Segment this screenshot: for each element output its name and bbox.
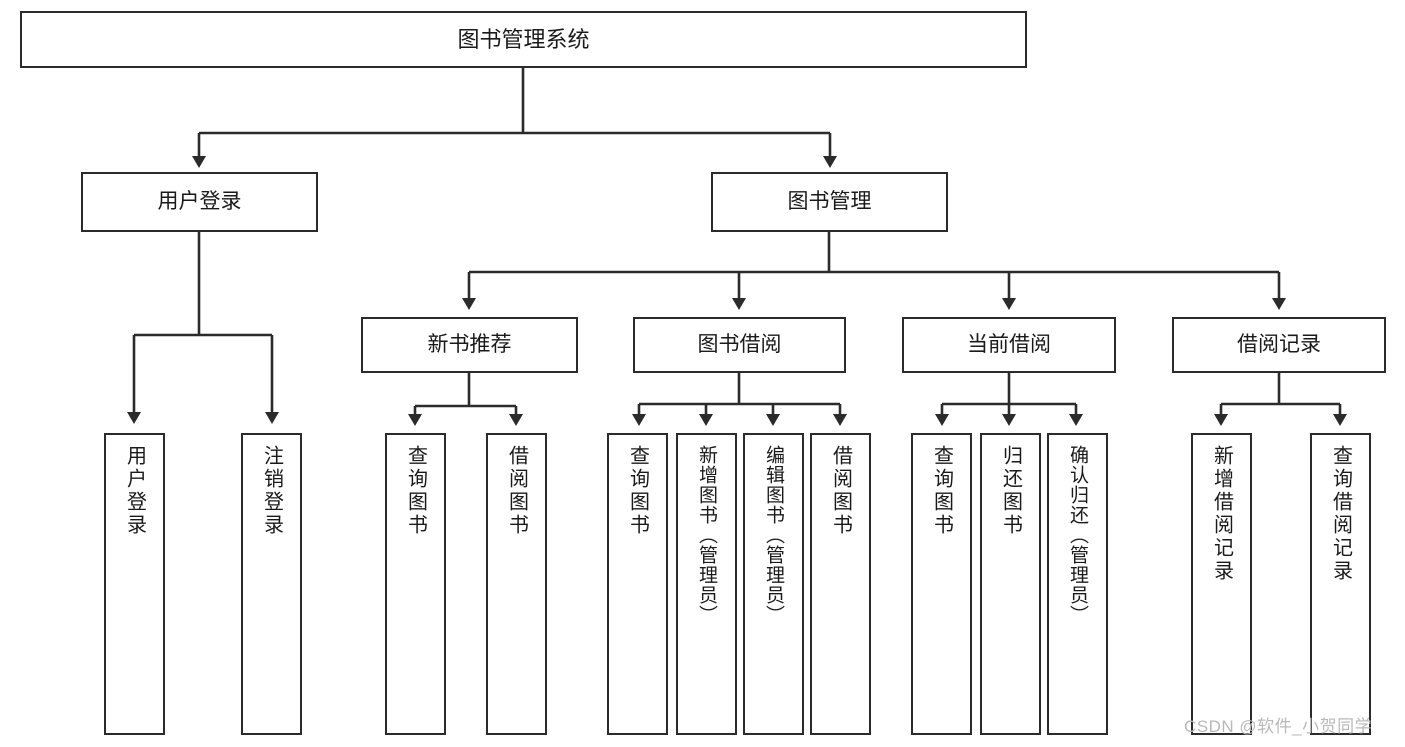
leaf-query-book-borrow[interactable]: 查询图书: [607, 433, 668, 735]
leaf-query-book-current[interactable]: 查询图书: [911, 433, 972, 735]
node-label: 借阅图书: [829, 445, 852, 537]
node-label: 查询图书: [930, 445, 953, 537]
leaf-borrow-book[interactable]: 借阅图书: [810, 433, 871, 735]
node-borrow-record[interactable]: 借阅记录: [1172, 317, 1386, 373]
node-label: 借阅记录: [1237, 332, 1321, 356]
node-label: 用户登录: [123, 445, 146, 537]
leaf-edit-book-admin[interactable]: 编辑图书（管理员）: [743, 433, 804, 735]
node-label: 图书借阅: [697, 332, 782, 356]
node-label: 归还图书: [999, 445, 1022, 537]
node-label: 新书推荐: [427, 332, 512, 356]
leaf-query-book-recommend[interactable]: 查询图书: [385, 433, 446, 735]
leaf-return-book[interactable]: 归还图书: [980, 433, 1041, 735]
node-label: 当前借阅: [967, 332, 1051, 356]
node-label: 查询图书: [404, 445, 427, 537]
node-label: 查询借阅记录: [1329, 445, 1352, 583]
leaf-user-login[interactable]: 用户登录: [104, 433, 165, 735]
node-root-system[interactable]: 图书管理系统: [20, 11, 1027, 68]
node-label: 借阅图书: [505, 445, 528, 537]
leaf-add-book-admin[interactable]: 新增图书（管理员）: [676, 433, 737, 735]
leaf-add-borrow-record[interactable]: 新增借阅记录: [1191, 433, 1252, 735]
node-label: 用户登录: [157, 189, 242, 213]
node-label: 新增图书（管理员）: [696, 445, 717, 625]
csdn-watermark: CSDN @软件_小贺同学: [1184, 717, 1373, 736]
node-new-book-recommend[interactable]: 新书推荐: [361, 317, 578, 373]
node-label: 确认归还（管理员）: [1067, 445, 1088, 625]
leaf-query-borrow-record[interactable]: 查询借阅记录: [1310, 433, 1371, 735]
node-label: 图书管理系统: [457, 26, 590, 52]
node-user-login[interactable]: 用户登录: [81, 172, 318, 232]
node-book-borrow[interactable]: 图书借阅: [633, 317, 846, 373]
node-book-manage[interactable]: 图书管理: [711, 172, 948, 232]
node-current-borrow[interactable]: 当前借阅: [902, 317, 1116, 373]
leaf-confirm-return-admin[interactable]: 确认归还（管理员）: [1047, 433, 1108, 735]
node-label: 编辑图书（管理员）: [763, 445, 784, 625]
leaf-borrow-book-recommend[interactable]: 借阅图书: [486, 433, 547, 735]
node-label: 图书管理: [787, 189, 872, 213]
node-label: 注销登录: [260, 445, 283, 537]
leaf-logout-login[interactable]: 注销登录: [241, 433, 302, 735]
node-label: 查询图书: [626, 445, 649, 537]
node-label: 新增借阅记录: [1210, 445, 1233, 583]
